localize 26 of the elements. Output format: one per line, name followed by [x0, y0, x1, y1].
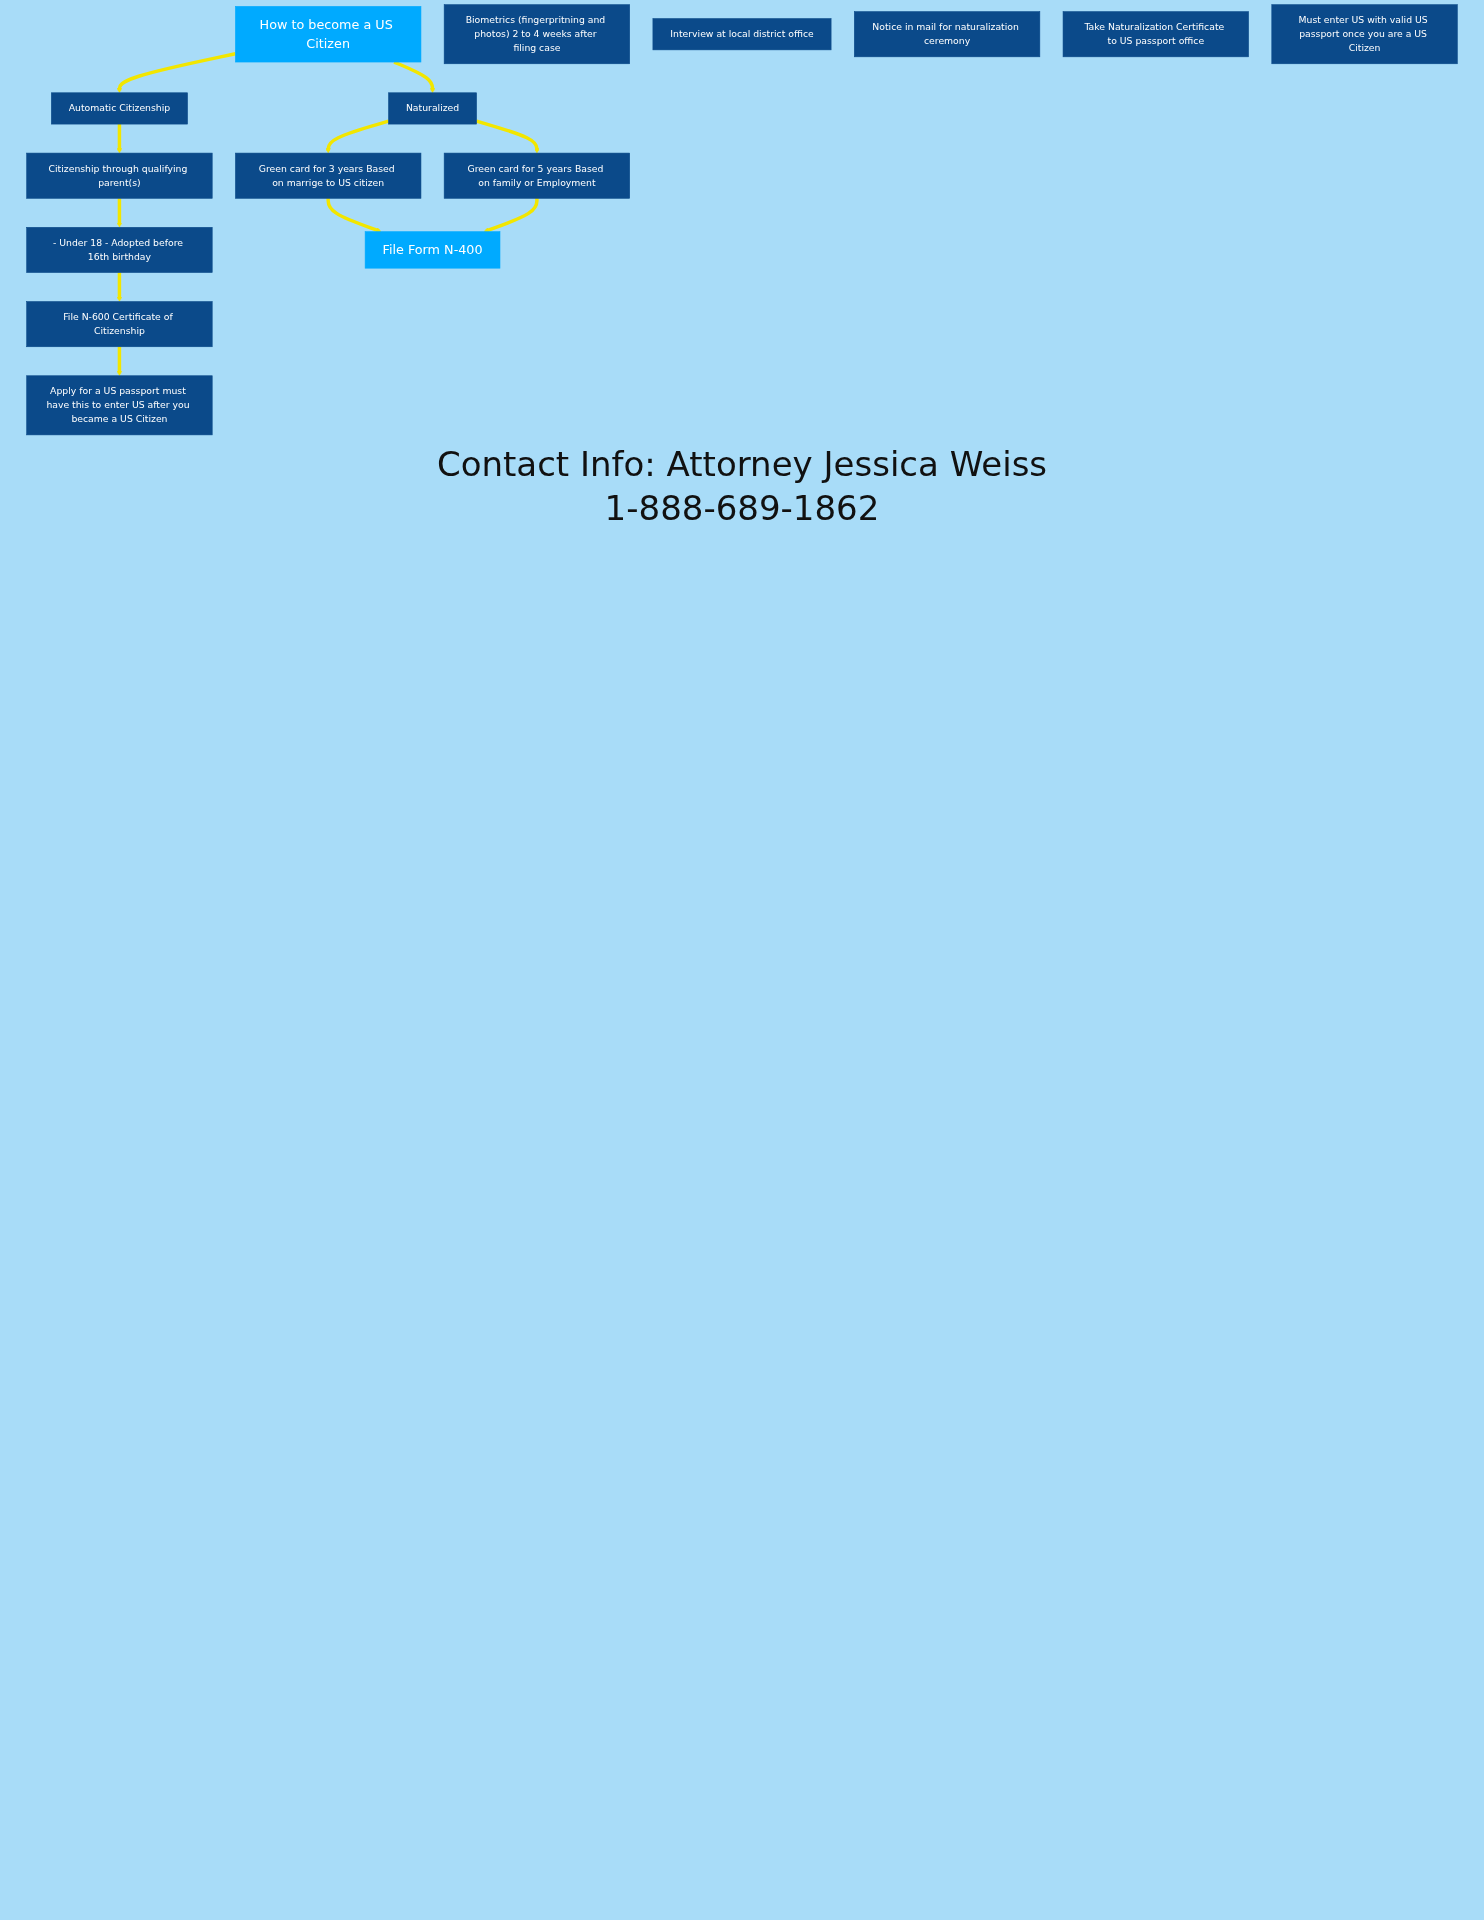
- contact-text: Contact Info: Attorney Jessica Weiss: [436, 443, 1048, 484]
- node-box: File N-600 Certificate of Citizenship: [26, 301, 213, 348]
- node-box: Apply for a US passport must have this to enter US after you became a US Citizen: [26, 375, 213, 436]
- node-box: Take Naturalization Certificate to US passport office: [1062, 11, 1249, 58]
- contact-text: 1-888-689-1862: [603, 487, 881, 528]
- arrow: [325, 119, 389, 154]
- arrow: [116, 52, 236, 93]
- node-box: Naturalized: [388, 92, 477, 125]
- node-box: How to become a US Citizen: [235, 6, 422, 63]
- node-box: Green card for 3 years Based on marrige to US citizen: [235, 152, 422, 199]
- node-box: Biometrics (fingerpritning and photos) 2 to 4 weeks after filing case: [443, 4, 630, 65]
- arrow: [116, 198, 122, 228]
- arrow: [326, 198, 382, 233]
- arrow: [483, 198, 539, 233]
- node-box: Citizenship through qualifying parent(s): [26, 152, 213, 199]
- node-box: Automatic Citizenship: [51, 92, 188, 125]
- node-box: Notice in mail for naturalization ceremony: [854, 11, 1041, 58]
- node-box: Must enter US with valid US passport once you are a US Citizen: [1271, 4, 1458, 65]
- arrow: [476, 119, 540, 154]
- node-box: - Under 18 - Adopted before 16th birthday: [26, 227, 213, 273]
- node-box: Interview at local district office: [652, 18, 832, 51]
- arrow: [116, 124, 122, 154]
- arrow: [116, 346, 122, 376]
- arrow: [116, 272, 122, 302]
- node-box: File Form N-400: [364, 231, 501, 269]
- node-box: Green card for 5 years Based on family or Employment: [443, 152, 630, 199]
